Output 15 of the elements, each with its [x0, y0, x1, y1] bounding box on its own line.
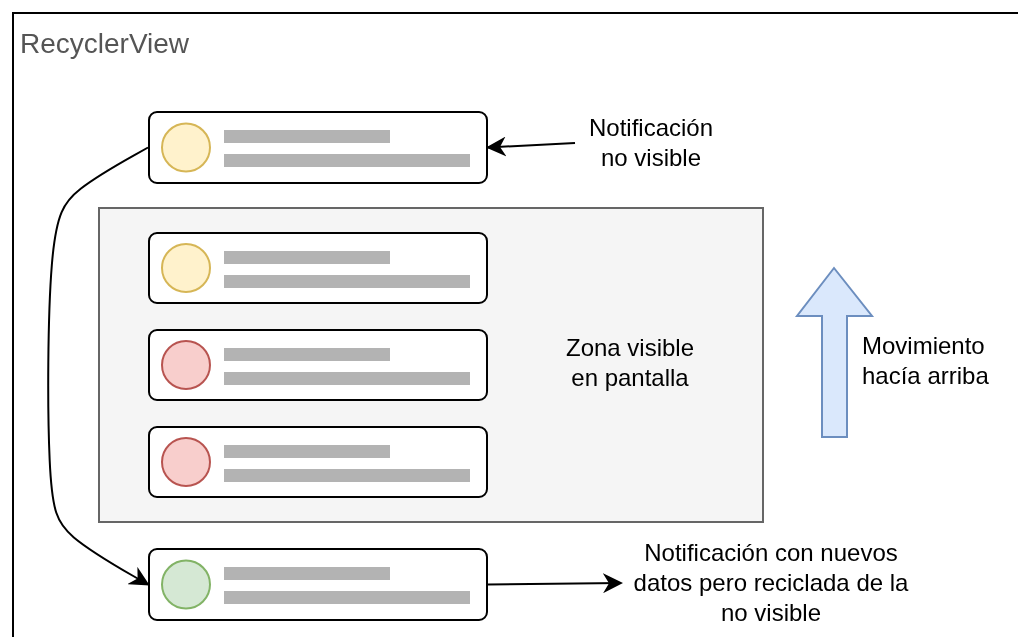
arrow	[486, 136, 576, 157]
note-text: Notificación con nuevos datos pero reciclada de la no visible	[621, 533, 921, 633]
visible-area-panel	[98, 207, 764, 523]
container-frame	[12, 12, 1018, 637]
list-item-card	[148, 111, 488, 184]
list-item-card	[148, 426, 488, 498]
list-item-card	[148, 232, 488, 304]
area-label: Zona visible en pantalla	[564, 333, 696, 393]
list-item-card	[148, 548, 488, 621]
direction-label: Movimiento hacía arriba	[862, 331, 990, 391]
container-title: RecyclerView	[20, 28, 190, 60]
note-text: Notificación no visible	[575, 111, 727, 175]
list-item-card	[148, 329, 488, 401]
arrow	[487, 573, 623, 594]
arrow	[47, 146, 150, 586]
